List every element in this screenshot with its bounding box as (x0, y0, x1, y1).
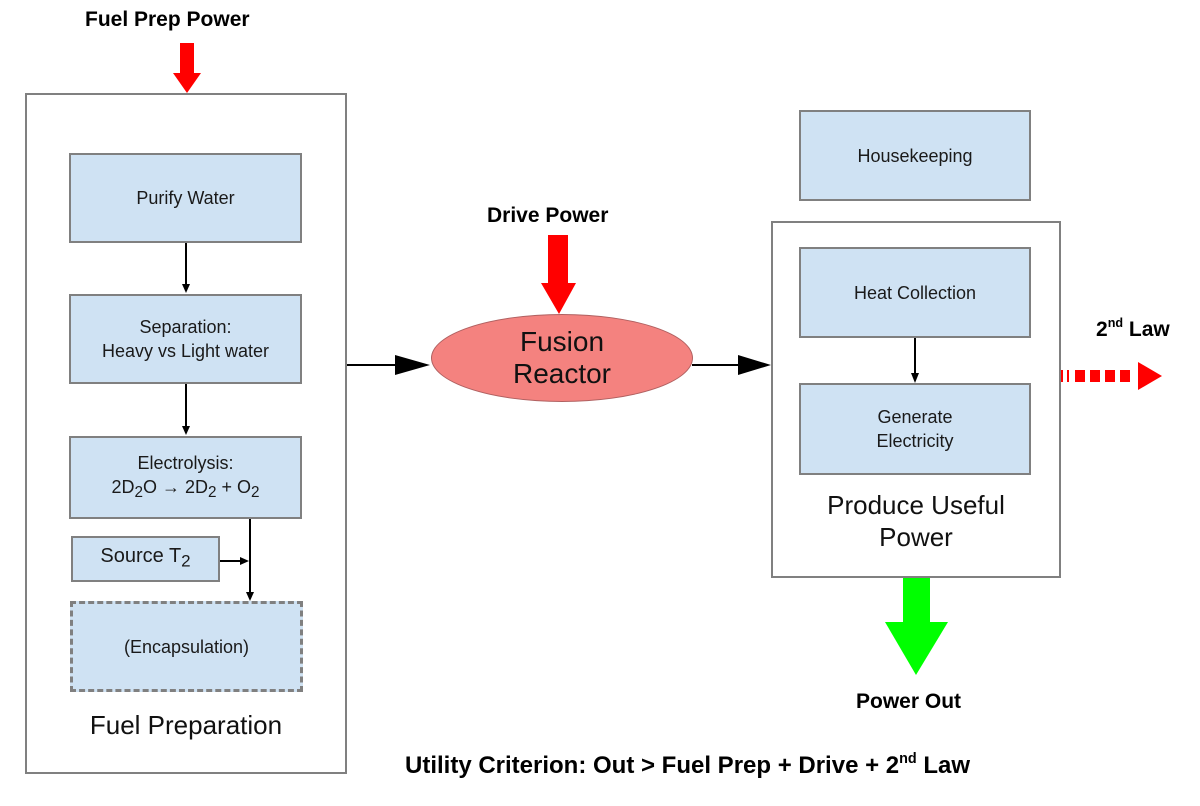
heat-collection-box: Heat Collection (799, 247, 1031, 338)
separation-label-line2: Heavy vs Light water (101, 341, 270, 361)
drive-power-arrow (541, 235, 576, 314)
drive-power-label: Drive Power (487, 204, 609, 227)
purify-water-label: Purify Water (136, 188, 235, 208)
second-law-label: 2nd Law (1096, 316, 1170, 341)
fusion-reactor: Fusion Reactor (431, 314, 693, 402)
housekeeping-box: Housekeeping (799, 110, 1031, 201)
fusion-reactor-label-line1: Fusion (519, 326, 605, 357)
electrolysis-box: Electrolysis: 2D2O → 2D2 + O2 (69, 436, 302, 519)
encapsulation-label: (Encapsulation) (123, 636, 250, 657)
fuel-prep-flow-arrows (182, 243, 254, 601)
heat-collection-label: Heat Collection (853, 282, 977, 303)
produce-useful-power-title: Produce Useful Power (827, 490, 1005, 552)
generate-electricity-label-line1: Generate (877, 407, 953, 427)
source-t2-label: Source T2 (100, 545, 191, 571)
power-out-label: Power Out (856, 690, 962, 713)
generate-electricity-box: Generate Electricity (799, 383, 1031, 475)
housekeeping-label: Housekeeping (857, 145, 973, 166)
fuel-prep-power-arrow (173, 43, 201, 93)
second-law-arrow (1061, 362, 1162, 390)
reactor-to-power-arrow (692, 355, 771, 375)
generate-electricity-label-line2: Electricity (876, 431, 954, 451)
power-out-arrow (885, 578, 948, 675)
electrolysis-equation: 2D2O → 2D2 + O2 (111, 476, 260, 501)
utility-criterion-text: Utility Criterion: Out > Fuel Prep + Dri… (405, 750, 971, 779)
separation-label-line1: Separation: (139, 317, 232, 337)
encapsulation-box: (Encapsulation) (70, 601, 303, 692)
purify-water-box: Purify Water (69, 153, 302, 243)
fuel-to-reactor-arrow (347, 355, 430, 375)
heat-to-generate-arrow (911, 338, 919, 383)
fuel-prep-power-label: Fuel Prep Power (85, 8, 250, 31)
fusion-reactor-label-line2: Reactor (512, 358, 612, 389)
separation-box: Separation: Heavy vs Light water (69, 294, 302, 384)
electrolysis-label-line1: Electrolysis: (137, 452, 234, 473)
fuel-preparation-title: Fuel Preparation (89, 710, 283, 740)
source-t2-box: Source T2 (71, 536, 220, 582)
